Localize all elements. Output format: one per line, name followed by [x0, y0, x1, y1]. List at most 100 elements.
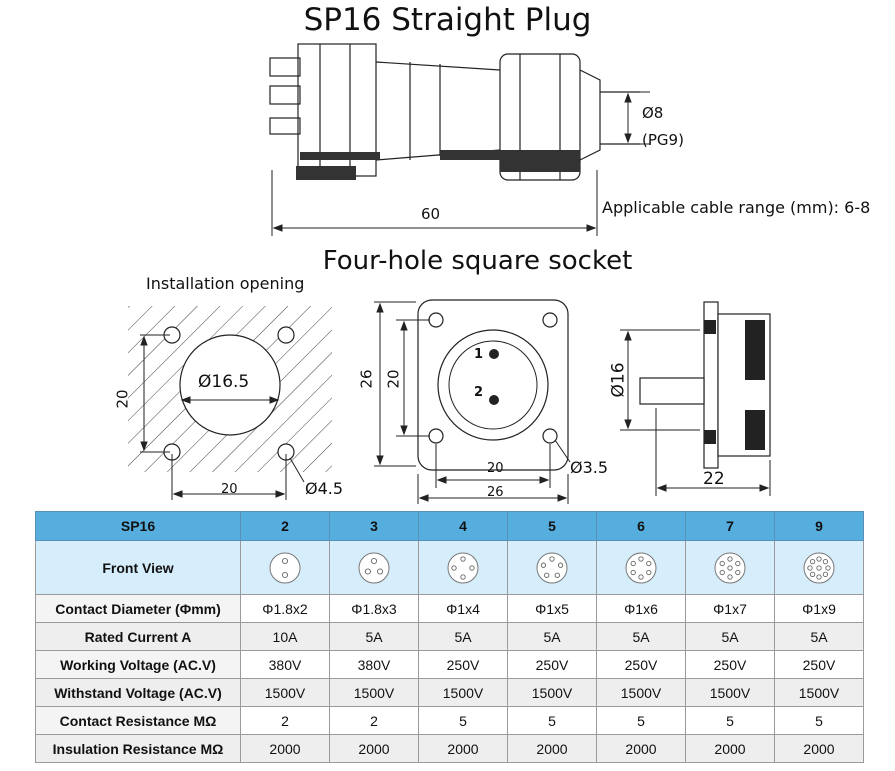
- plug-dia-label: Ø8: [642, 104, 664, 122]
- socket-mount-hole-label: Ø3.5: [570, 458, 609, 477]
- spec-cell: 5: [774, 706, 864, 735]
- pin-hole: [822, 571, 829, 577]
- pin-hole: [719, 560, 725, 566]
- spec-header-row: SP16 2 3 4 5 6 7 9: [35, 511, 864, 541]
- pin-face-icon: [714, 552, 746, 583]
- spec-cell: 250V: [507, 650, 597, 679]
- spec-cell: 380V: [329, 650, 419, 679]
- socket-mount-holes: [428, 312, 558, 444]
- spec-cell: 2000: [774, 734, 864, 763]
- spec-cell: Φ1.8x2: [240, 594, 330, 623]
- pin-hole: [460, 573, 466, 580]
- spec-cell: 250V: [596, 650, 686, 679]
- pin-hole: [281, 557, 289, 564]
- spec-cell: 5A: [685, 622, 775, 651]
- header-sp16: SP16: [35, 511, 241, 541]
- socket-outer-width-label: 26: [487, 485, 504, 500]
- pin-hole: [630, 569, 636, 575]
- socket-side-dimensions: [620, 329, 771, 496]
- pin-hole: [816, 573, 822, 580]
- front-view-cell: [685, 540, 775, 595]
- pin-face-icon: [447, 552, 479, 583]
- spec-cell: 2: [240, 706, 330, 735]
- spec-cell: 1500V: [240, 678, 330, 707]
- spec-cell: 5: [418, 706, 508, 735]
- socket-front-drawing: [374, 299, 571, 504]
- plug-pg-label: (PG9): [642, 131, 684, 149]
- socket-side-drawing: [620, 301, 771, 496]
- socket-pin2-label: 2: [474, 385, 484, 400]
- opening-mount-hole-label: Ø4.5: [305, 479, 344, 498]
- spec-cell: 5: [507, 706, 597, 735]
- opening-vertical-spacing-label: 20: [113, 389, 132, 409]
- front-view-cell: [507, 540, 597, 595]
- spec-cell: 1500V: [596, 678, 686, 707]
- pin-hole: [825, 564, 831, 571]
- socket-title: Four-hole square socket: [322, 246, 633, 276]
- plug-dia-dimension: [600, 91, 650, 145]
- socket-front-dimensions: [374, 301, 571, 504]
- pin-hole: [638, 573, 644, 580]
- spec-cell: 5: [685, 706, 775, 735]
- pin-hole: [822, 558, 829, 564]
- pin-hole: [735, 560, 741, 566]
- spec-cell: 1500V: [329, 678, 419, 707]
- pin-hole: [377, 567, 384, 575]
- spec-row-label: Contact Diameter (Φmm): [35, 594, 241, 623]
- front-view-cell: [418, 540, 508, 595]
- socket-side-depth-label: 22: [703, 469, 725, 489]
- pin-hole: [646, 560, 652, 566]
- socket-insert: [448, 340, 538, 430]
- socket-side-section: [704, 320, 765, 450]
- spec-cell: 2000: [240, 734, 330, 763]
- socket-outer-height-label: 26: [357, 369, 376, 389]
- header-col-2: 2: [240, 511, 330, 541]
- spec-cell: 2000: [507, 734, 597, 763]
- pin-face-icon: [625, 552, 657, 583]
- spec-cell: Φ1x5: [507, 594, 597, 623]
- front-view-cell: [596, 540, 686, 595]
- pin-hole: [646, 569, 652, 575]
- spec-cell: 250V: [774, 650, 864, 679]
- plug-title: SP16 Straight Plug: [303, 2, 592, 38]
- plug-length-label: 60: [421, 205, 441, 223]
- header-col-6: 6: [596, 511, 686, 541]
- spec-cell: 2000: [596, 734, 686, 763]
- pin-hole: [460, 555, 466, 562]
- spec-cell: 5A: [596, 622, 686, 651]
- plug-thread-section: [296, 150, 580, 180]
- spec-cell: Φ1.8x3: [329, 594, 419, 623]
- spec-cell: 2000: [418, 734, 508, 763]
- header-col-9: 9: [774, 511, 864, 541]
- socket-inner-width-label: 20: [487, 461, 504, 476]
- pin-hole: [807, 564, 813, 571]
- spec-cell: 1500V: [685, 678, 775, 707]
- pin-face-icon: [358, 552, 390, 583]
- spec-row-label: Contact Resistance MΩ: [35, 706, 241, 735]
- socket-inner-height-label: 20: [384, 369, 403, 389]
- pin-face-icon: [803, 552, 835, 583]
- socket-pin1-label: 1: [474, 347, 484, 362]
- pin-hole: [554, 572, 560, 578]
- header-col-7: 7: [685, 511, 775, 541]
- front-view-cell: [240, 540, 330, 595]
- spec-cell: 250V: [685, 650, 775, 679]
- pin-hole: [719, 569, 725, 575]
- pin-hole: [281, 571, 289, 578]
- pin-hole: [809, 558, 816, 564]
- spec-cell: 5A: [418, 622, 508, 651]
- opening-dimensions: [140, 334, 305, 500]
- spec-cell: 10A: [240, 622, 330, 651]
- installation-opening-caption: Installation opening: [146, 274, 305, 293]
- opening-dia-label: Ø16.5: [198, 372, 250, 392]
- spec-cell: 5: [596, 706, 686, 735]
- cable-range-label: Applicable cable range (mm): 6-8: [602, 198, 871, 217]
- spec-table: SP16 2 3 4 5 6 7 9 Front View Contact Di…: [35, 511, 864, 763]
- plug-drawing: [269, 43, 650, 236]
- pin-hole: [727, 564, 733, 571]
- pin-hole: [469, 564, 475, 571]
